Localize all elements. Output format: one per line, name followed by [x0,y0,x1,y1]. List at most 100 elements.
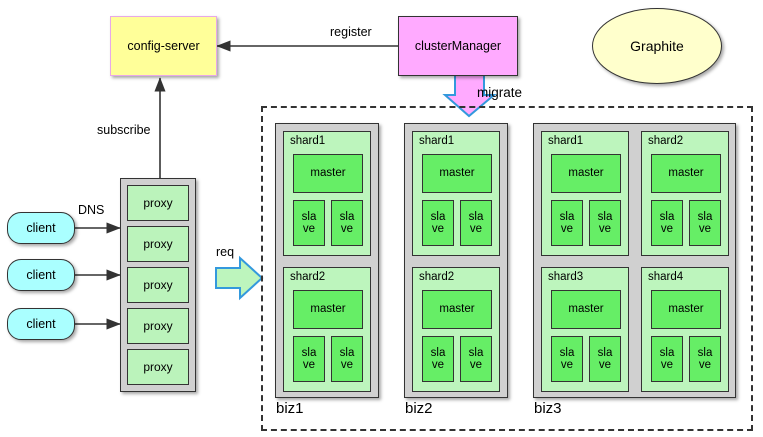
edge-label-req: req [216,245,235,259]
biz-label-biz3: biz3 [534,400,562,417]
shard-panel-biz2-shard2: shard2 master sla ve sla ve [412,267,500,392]
slave-label-line1: sla [597,346,613,359]
shard-label: shard1 [548,135,584,147]
shard-label: shard4 [648,271,684,283]
cluster-boundary [261,106,753,431]
slave-label-line2: ve [698,223,712,235]
slave-label-line1: sla [301,210,317,223]
slave-label-line1: sla [659,210,675,223]
slave-label-line1: sla [697,210,713,223]
proxy-label: proxy [143,196,173,210]
shard-label: shard2 [648,135,684,147]
proxy-label: proxy [143,360,173,374]
slave-label-line1: sla [468,346,484,359]
slave-label-line2: ve [469,223,483,235]
shard-label: shard3 [548,271,584,283]
edge-label-register: register [330,25,372,39]
master-node[interactable]: master [551,290,621,329]
slave-node[interactable]: sla ve [651,336,683,382]
master-label: master [668,167,704,180]
slave-label-line2: ve [660,359,674,371]
slave-node[interactable]: sla ve [293,200,325,246]
proxy-node-5[interactable]: proxy [127,349,189,385]
master-node[interactable]: master [293,154,363,193]
proxy-node-3[interactable]: proxy [127,267,189,303]
master-node[interactable]: master [293,290,363,329]
shard-label: shard1 [419,135,455,147]
biz-label-biz2: biz2 [405,400,433,417]
proxy-node-2[interactable]: proxy [127,226,189,262]
master-label: master [568,303,604,316]
slave-node[interactable]: sla ve [293,336,325,382]
slave-label-line1: sla [559,210,575,223]
slave-node[interactable]: sla ve [589,336,621,382]
proxy-label: proxy [143,237,173,251]
slave-label-line2: ve [598,359,612,371]
master-node[interactable]: master [551,154,621,193]
shard-label: shard2 [290,271,326,283]
shard-panel-biz3-shard2: shard2 master sla ve sla ve [641,131,729,256]
proxy-node-4[interactable]: proxy [127,308,189,344]
slave-node[interactable]: sla ve [422,200,454,246]
client-label: client [26,268,56,282]
slave-label-line2: ve [431,223,445,235]
slave-label-line2: ve [560,359,574,371]
slave-node[interactable]: sla ve [422,336,454,382]
biz-container-biz3: shard1 master sla ve sla ve shard2 maste… [533,123,736,398]
proxy-container: proxy proxy proxy proxy proxy [120,178,196,392]
slave-node[interactable]: sla ve [460,336,492,382]
slave-label-line2: ve [469,359,483,371]
shard-panel-biz3-shard4: shard4 master sla ve sla ve [641,267,729,392]
shard-panel-biz2-shard1: shard1 master sla ve sla ve [412,131,500,256]
slave-node[interactable]: sla ve [689,200,721,246]
slave-label-line2: ve [698,359,712,371]
slave-node[interactable]: sla ve [331,336,363,382]
graphite-node[interactable]: Graphite [592,8,722,84]
master-node[interactable]: master [651,154,721,193]
shard-panel-biz3-shard3: shard3 master sla ve sla ve [541,267,629,392]
slave-node[interactable]: sla ve [651,200,683,246]
slave-label-line1: sla [301,346,317,359]
edge-label-subscribe: subscribe [97,123,151,137]
slave-node[interactable]: sla ve [551,336,583,382]
proxy-label: proxy [143,319,173,333]
slave-node[interactable]: sla ve [331,200,363,246]
config-server-node[interactable]: config-server [110,16,217,76]
slave-node[interactable]: sla ve [460,200,492,246]
config-server-label: config-server [127,39,200,53]
slave-label-line2: ve [302,359,316,371]
master-node[interactable]: master [422,154,492,193]
slave-label-line2: ve [598,223,612,235]
slave-label-line1: sla [430,210,446,223]
slave-label-line2: ve [431,359,445,371]
master-label: master [668,303,704,316]
master-label: master [439,167,475,180]
master-label: master [310,167,346,180]
graphite-label: Graphite [630,38,684,54]
client-node-3[interactable]: client [7,308,75,340]
slave-node[interactable]: sla ve [689,336,721,382]
slave-label-line1: sla [659,346,675,359]
slave-label-line1: sla [468,210,484,223]
client-node-2[interactable]: client [7,259,75,291]
master-label: master [310,303,346,316]
arrow-req [215,255,264,301]
shard-panel-biz3-shard1: shard1 master sla ve sla ve [541,131,629,256]
slave-node[interactable]: sla ve [589,200,621,246]
slave-label-line1: sla [339,210,355,223]
slave-label-line2: ve [302,223,316,235]
master-node[interactable]: master [651,290,721,329]
slave-label-line1: sla [697,346,713,359]
master-node[interactable]: master [422,290,492,329]
slave-label-line2: ve [340,359,354,371]
client-node-1[interactable]: client [7,212,75,244]
proxy-node-1[interactable]: proxy [127,185,189,221]
edge-label-dns: DNS [78,203,105,217]
client-label: client [26,317,56,331]
slave-label-line2: ve [660,223,674,235]
slave-node[interactable]: sla ve [551,200,583,246]
cluster-manager-node[interactable]: clusterManager [398,16,518,76]
biz-label-biz1: biz1 [276,400,304,417]
shard-label: shard2 [419,271,455,283]
